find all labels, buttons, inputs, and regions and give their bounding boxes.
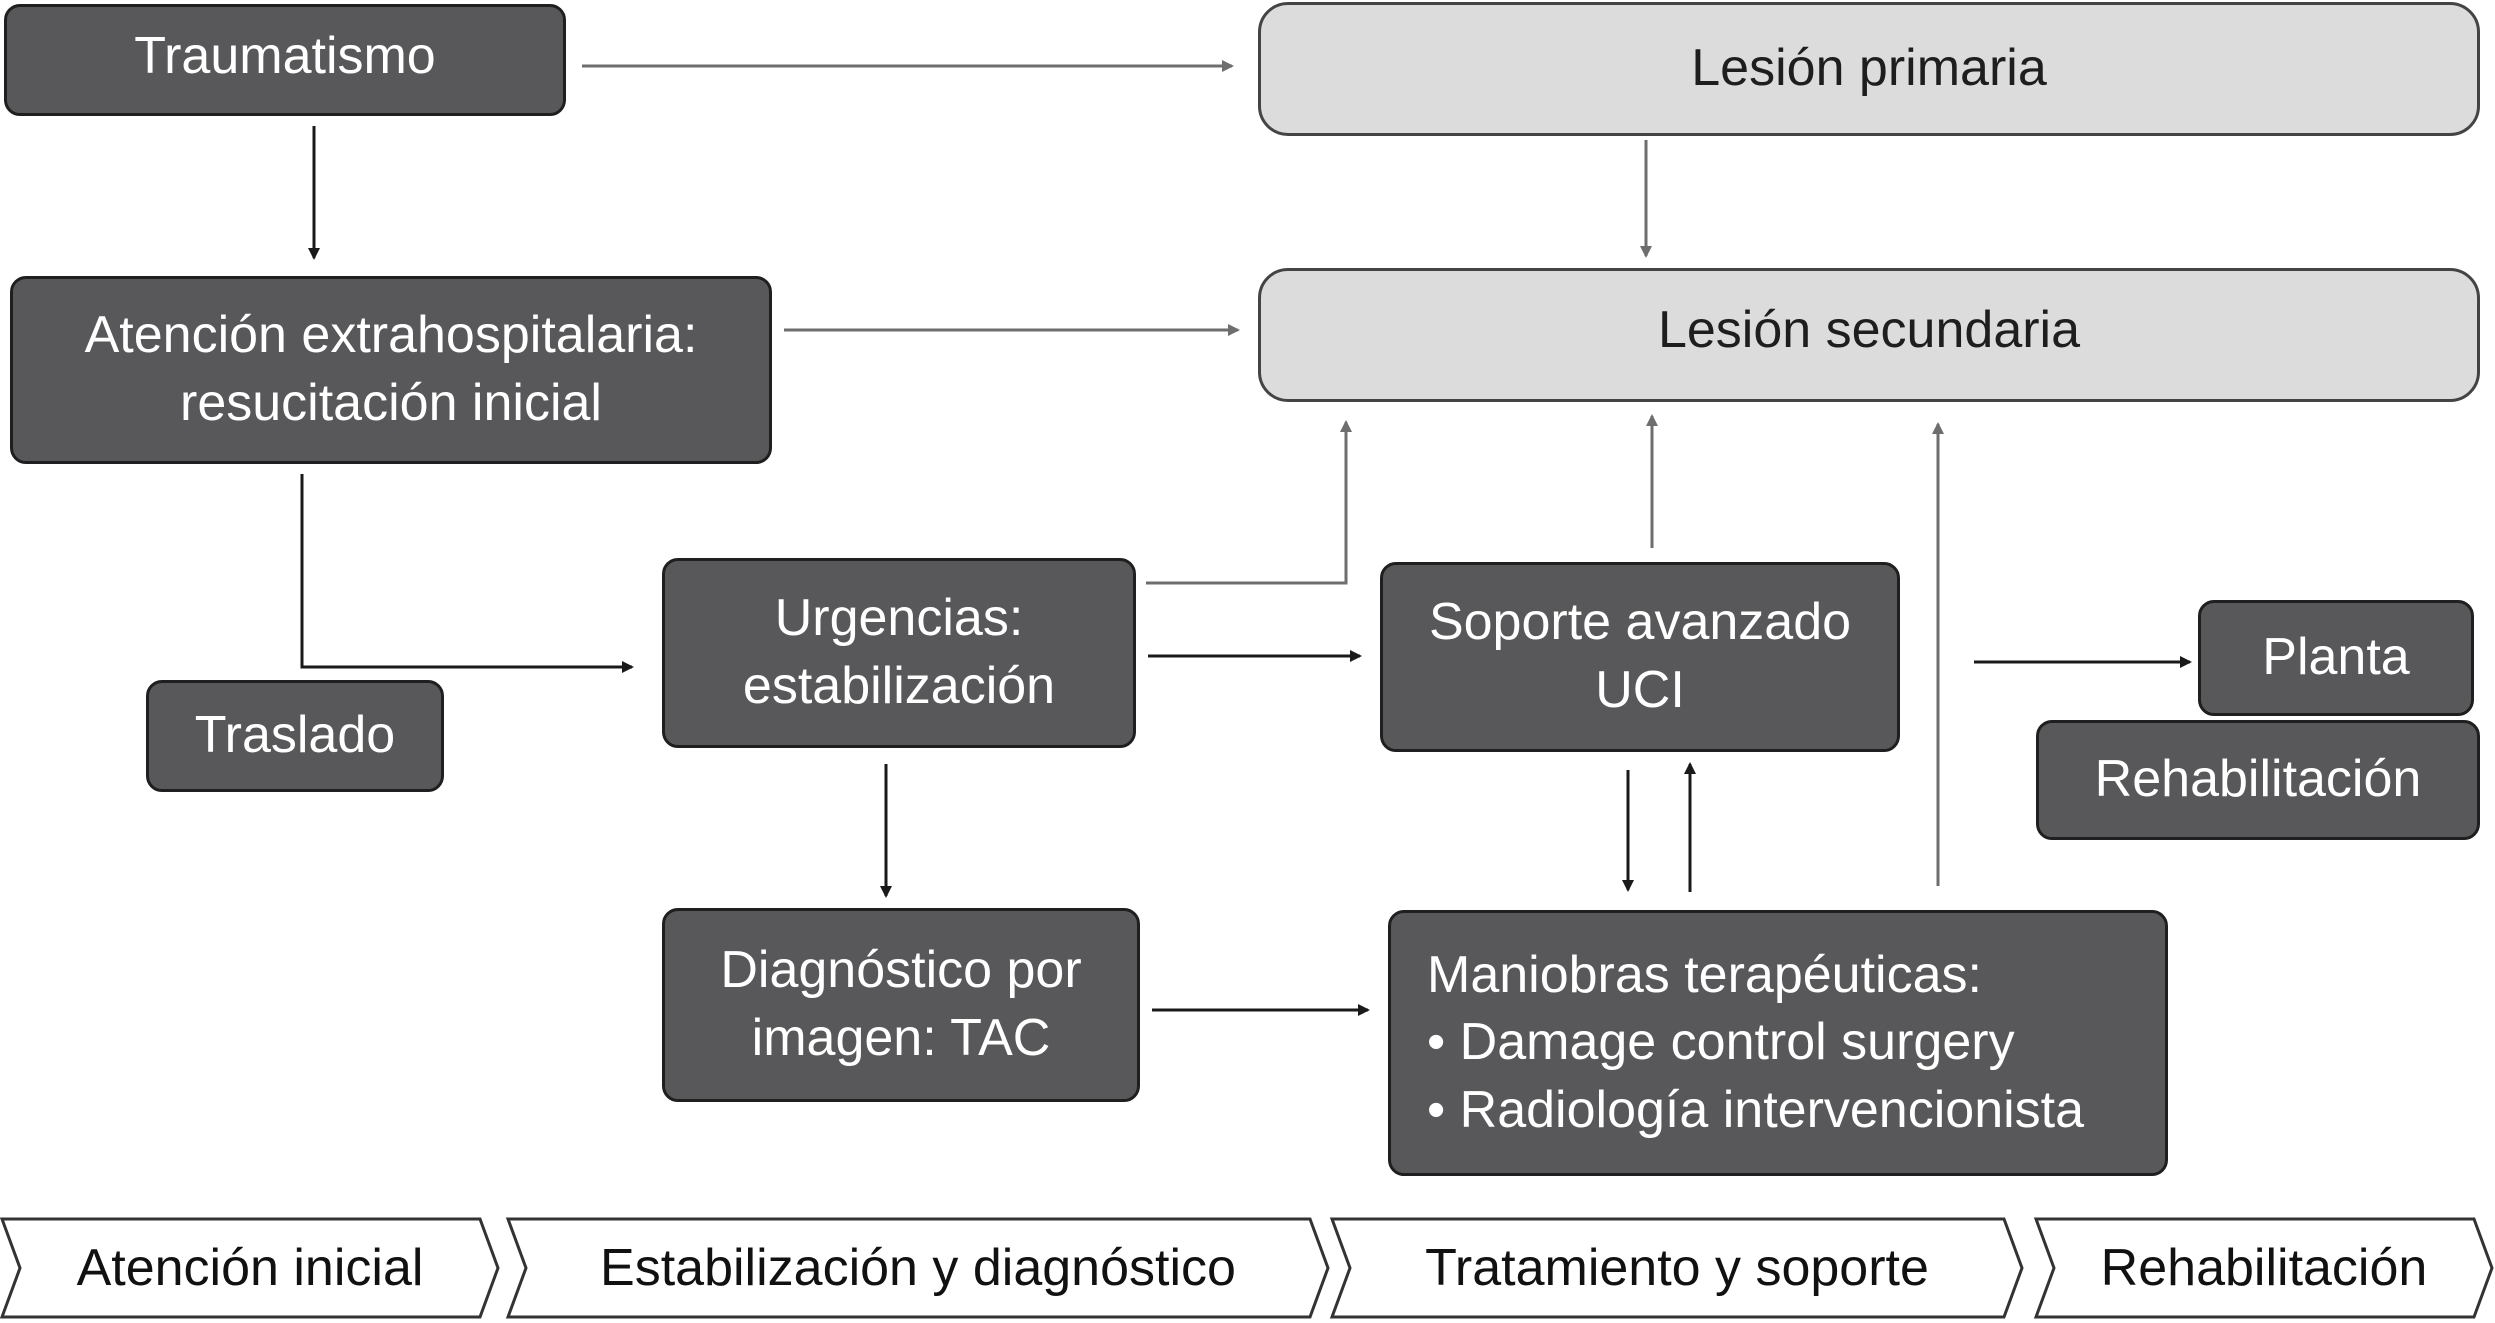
node-urgencias: Urgencias: estabilización	[662, 558, 1136, 748]
node-atencion-extrahospitalaria: Atención extrahospitalaria: resucitación…	[10, 276, 772, 464]
node-traumatismo-label: Traumatismo	[134, 27, 436, 85]
node-rehabilitacion-label: Rehabilitación	[2094, 750, 2422, 809]
node-traslado-label: Traslado	[194, 706, 396, 765]
node-soporte-avanzado-uci: Soporte avanzado UCI	[1380, 562, 1900, 752]
arrow-atencion-to-urgencias	[300, 474, 634, 673]
node-atencion-line1: Atención extrahospitalaria:	[84, 306, 698, 365]
node-rehabilitacion: Rehabilitación	[2036, 720, 2480, 840]
phase-label-tratamiento: Tratamiento y soporte	[1425, 1239, 1929, 1297]
node-urgencias-line2: estabilización	[742, 657, 1056, 715]
node-lesion-primaria: Lesión primaria	[1258, 2, 2480, 136]
node-urgencias-line1: Urgencias:	[774, 589, 1024, 648]
node-atencion-line2: resucitación inicial	[180, 374, 602, 432]
node-maniobras-terapeuticas: Maniobras terapéuticas: • Damage control…	[1388, 910, 2168, 1176]
node-maniobras-item2: • Radiología intervencionista	[1427, 1080, 2085, 1139]
node-diagnostico: Diagnóstico por imagen: TAC	[662, 908, 1140, 1102]
phase-label-estabilizacion: Estabilización y diagnóstico	[600, 1239, 1236, 1297]
phase-chevron-2	[505, 1217, 1330, 1319]
node-lesion-secundaria: Lesión secundaria	[1258, 268, 2480, 402]
node-lesion-primaria-label: Lesión primaria	[1691, 39, 2047, 98]
node-maniobras-item1: • Damage control surgery	[1427, 1013, 2015, 1072]
phase-chevron-3	[1329, 1217, 2024, 1319]
phase-label-atencion-inicial: Atención inicial	[76, 1239, 424, 1297]
phase-label-rehabilitacion: Rehabilitación	[2100, 1239, 2428, 1297]
node-lesion-secundaria-label: Lesión secundaria	[1657, 301, 2081, 359]
node-soporte-line1: Soporte avanzado	[1428, 593, 1852, 652]
node-diagnostico-line1: Diagnóstico por	[720, 941, 1082, 1000]
phase-chevron-4	[2033, 1217, 2494, 1319]
node-maniobras-title: Maniobras terapéuticas:	[1427, 945, 1982, 1004]
node-planta-label: Planta	[2262, 628, 2410, 687]
node-traslado: Traslado	[146, 680, 444, 792]
node-planta: Planta	[2198, 600, 2474, 716]
node-traumatismo: Traumatismo	[4, 4, 566, 116]
arrow-urgencias-to-lesion-secundaria	[1146, 420, 1352, 585]
phase-chevron-1	[0, 1217, 500, 1319]
node-soporte-line2: UCI	[1595, 661, 1685, 719]
node-diagnostico-line2: imagen: TAC	[751, 1009, 1051, 1067]
